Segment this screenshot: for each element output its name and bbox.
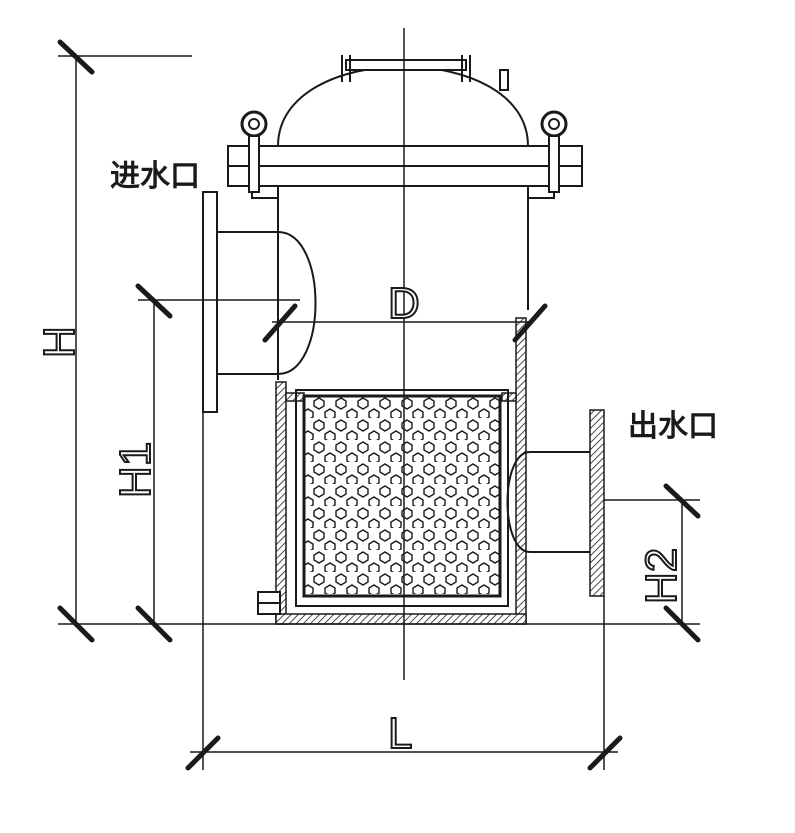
dim-h: H bbox=[34, 39, 192, 643]
perforated-screen bbox=[302, 394, 502, 598]
left-lifting-eye bbox=[240, 110, 268, 193]
vent-valve bbox=[499, 69, 509, 91]
height-inlet-label: H1 bbox=[111, 442, 160, 498]
length-label: L bbox=[388, 709, 412, 758]
inlet-pipe bbox=[202, 191, 317, 413]
dim-h1: H1 bbox=[110, 283, 300, 643]
outlet-flange bbox=[589, 409, 605, 597]
dim-l: L bbox=[185, 412, 623, 771]
outlet-label: 出水口 bbox=[628, 409, 718, 444]
dome-lid bbox=[277, 65, 529, 147]
inlet-nozzle bbox=[217, 231, 317, 375]
right-lifting-eye bbox=[540, 110, 568, 193]
vessel-body bbox=[257, 198, 529, 625]
outlet-pipe bbox=[506, 409, 605, 597]
lid-group bbox=[227, 55, 583, 199]
height-total-label: H bbox=[35, 326, 84, 358]
diameter-label: D bbox=[388, 279, 420, 328]
outlet-nozzle bbox=[506, 451, 590, 553]
inlet-flange bbox=[202, 191, 218, 413]
filter-basket bbox=[295, 389, 509, 607]
inlet-label: 进水口 bbox=[110, 159, 200, 194]
lid-handle-bar bbox=[345, 59, 467, 71]
height-outlet-label: H2 bbox=[637, 548, 686, 604]
dim-h2: H2 bbox=[604, 483, 701, 643]
